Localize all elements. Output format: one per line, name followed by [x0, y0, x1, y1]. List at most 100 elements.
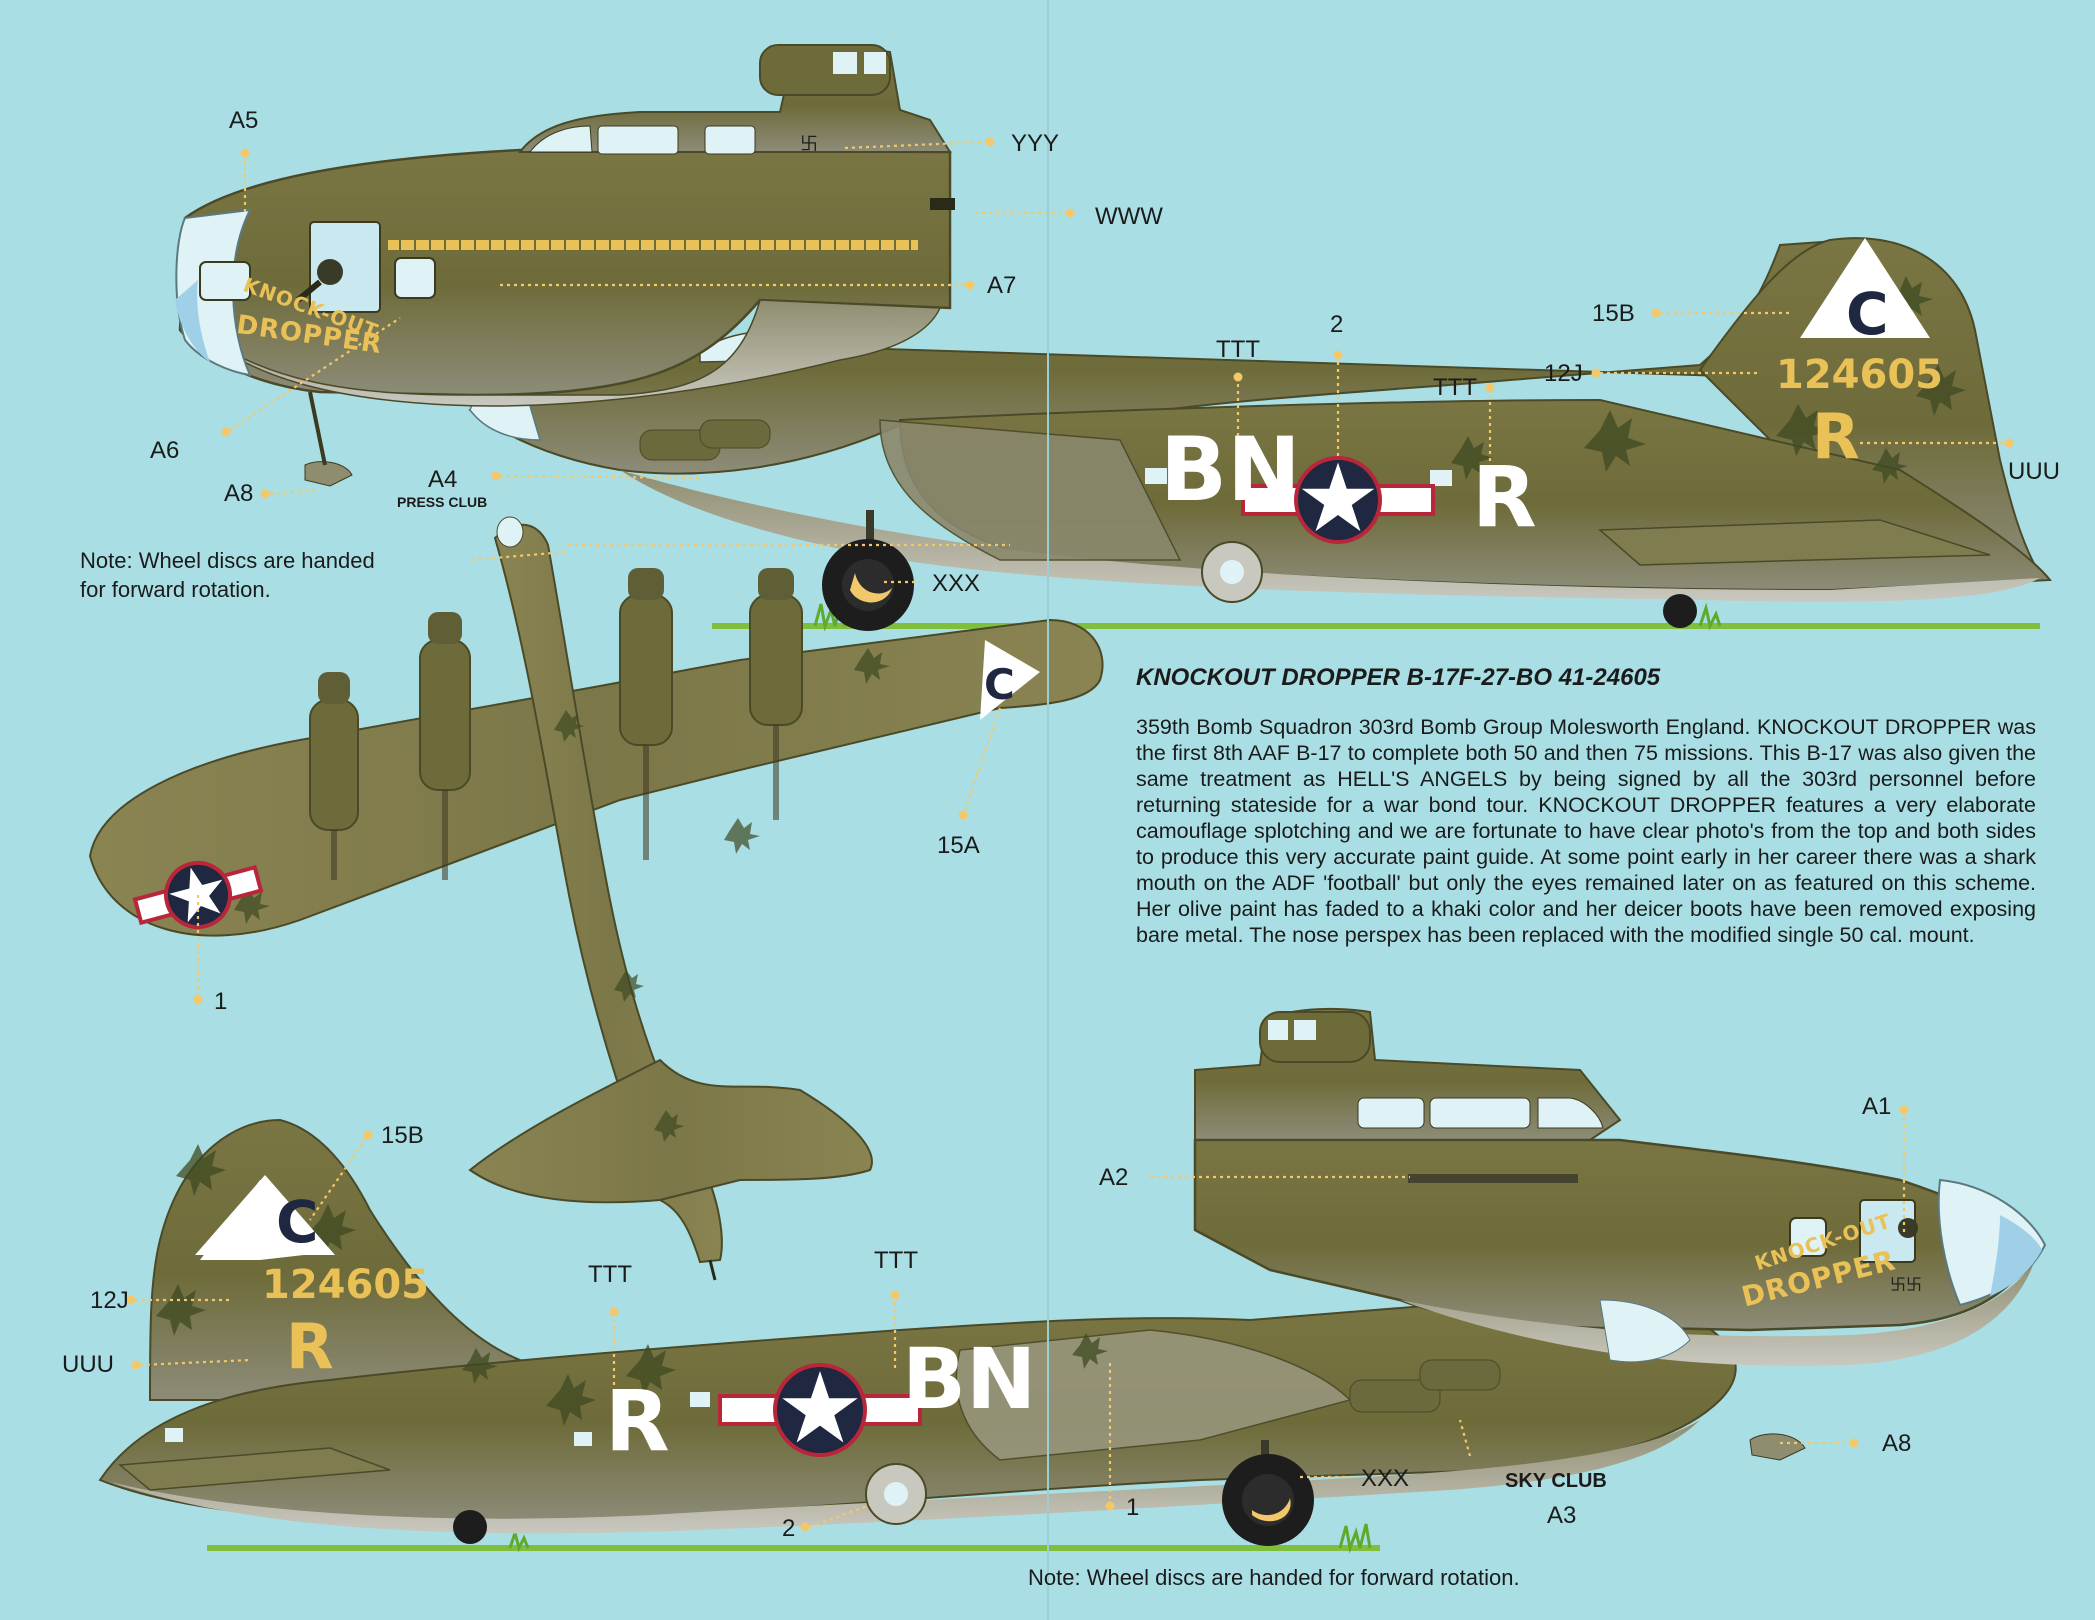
grass-tuft: [508, 1527, 530, 1553]
wheel-disc-mark-bottom: [1252, 1498, 1291, 1522]
callout-ttt-bottom-2: TTT: [874, 1247, 918, 1274]
kill-mark: 卐卐: [1890, 1275, 1922, 1294]
callout-15a: 15A: [937, 832, 980, 859]
press-club-label: PRESS CLUB: [397, 494, 488, 510]
cockpit-window: [597, 125, 679, 155]
callout-15b-top: 15B: [1592, 300, 1635, 327]
callout-a6: A6: [150, 437, 180, 464]
stabilizer-bottom: [118, 1447, 391, 1491]
waist-window: [574, 1432, 592, 1446]
waist-window: [165, 1428, 183, 1442]
nose-small-bottom: [1599, 1299, 1691, 1363]
waist-window: [1145, 468, 1167, 484]
wheel-note-top: Note: Wheel discs are handed for forward…: [80, 546, 375, 604]
insignia-fuselage-bottom: [718, 1363, 922, 1457]
bottom-profile: 卐卐: [98, 1007, 2047, 1554]
wheel-note-top-line2: for forward rotation.: [80, 577, 271, 602]
nose-gear-fairing-lower: [308, 391, 327, 466]
callout-1-mid: 1: [214, 988, 228, 1015]
nacelle: [699, 419, 771, 449]
nose-inset-belly-bottom: [1400, 1260, 2035, 1366]
nose-inset-belly: [209, 299, 942, 407]
wing-plan: [88, 618, 1104, 937]
insignia-fuselage-top: [1241, 456, 1435, 544]
callout-2-top: 2: [1330, 311, 1344, 338]
cowlings-plan: [318, 568, 794, 704]
serial-bottom: 124605: [262, 1262, 429, 1308]
tail-guns-plan: [708, 1259, 717, 1281]
nose-inset-fuselage: [178, 148, 952, 397]
callout-ttt-top-1: TTT: [1216, 336, 1260, 363]
nacelles-plan: [309, 594, 803, 831]
cockpit-window: [1357, 1097, 1425, 1129]
callout-1-bottom: 1: [1126, 1494, 1140, 1521]
tail-wheel-top: [1663, 594, 1697, 628]
callout-uuu-top: UUU: [2008, 458, 2060, 485]
fuselage-plan: [493, 523, 723, 1264]
camouflage-bottom: [156, 1144, 1108, 1426]
cheek-gun: [296, 279, 322, 303]
ball-turret-window: [884, 1482, 908, 1506]
stabilizer-top: [1598, 519, 1991, 566]
wheel-note-bottom: Note: Wheel discs are handed for forward…: [1028, 1565, 1520, 1590]
nose-side-window: [199, 261, 251, 301]
top-profile: 卐: [175, 44, 2053, 632]
callout-ttt-bottom-1: TTT: [588, 1261, 632, 1288]
cockpit-window: [704, 125, 756, 155]
kill-mark: 卐: [800, 134, 818, 155]
cockpit-window: [1537, 1097, 1604, 1129]
callout-xxx-bottom: XXX: [1361, 1465, 1410, 1492]
wing-triangle-plan: [980, 640, 1040, 720]
nose-gear-fairing-bottom: [1749, 1433, 1806, 1461]
ball-turret-window: [1220, 560, 1244, 584]
turret-inset: [759, 44, 891, 96]
nacelle: [1419, 1359, 1501, 1391]
mission-symbols-bottom: [1408, 1174, 1578, 1183]
aircraft-letter-top: R: [1472, 448, 1537, 546]
grass-tuft: [1698, 602, 1722, 631]
callout-2-bottom: 2: [782, 1515, 796, 1542]
callout-a7: A7: [987, 272, 1017, 299]
serial-top: 124605: [1776, 352, 1943, 398]
squadron-code-bottom: BN: [902, 1330, 1037, 1428]
wing-letter-plan: C: [984, 660, 1015, 709]
callout-a8-bottom: A8: [1882, 1430, 1912, 1457]
tail-letter-top: C: [1846, 280, 1889, 348]
callout-12j-top: 12J: [1544, 360, 1583, 387]
wheel-disc-mark-top: [850, 573, 892, 603]
cockpit-window: [528, 125, 593, 153]
nacelle: [1349, 1379, 1441, 1413]
squadron-code-top: BN: [1160, 418, 1301, 521]
waist-window: [1430, 470, 1452, 486]
exhaust-stains-plan: [331, 725, 779, 880]
nose-glazing-tint-bottom: [1990, 1215, 2042, 1296]
mission-symbols: [388, 240, 918, 250]
nose-gear-fairing: [304, 461, 353, 487]
callout-15b-bottom: 15B: [381, 1122, 424, 1149]
callout-a5: A5: [229, 107, 259, 134]
leaders-top: [221, 137, 2014, 584]
tail-wheel-bottom: [453, 1510, 487, 1544]
callout-xxx-top: XXX: [932, 570, 981, 597]
antenna-mast: [930, 198, 955, 210]
callout-a4: A4: [428, 466, 458, 493]
cheek-gun-mount: [1898, 1218, 1918, 1238]
nose-side-window: [394, 257, 436, 299]
aircraft-letter-bottom: R: [605, 1372, 670, 1470]
nose-side-window: [309, 221, 381, 313]
vertical-tail-bottom: [148, 1118, 524, 1401]
callout-a3: A3: [1547, 1502, 1577, 1529]
belly-top: [620, 470, 2040, 602]
callout-yyy: YYY: [1011, 130, 1060, 157]
plan-view: [88, 516, 1104, 1281]
callout-a8-top: A8: [224, 480, 254, 507]
wheel-note-top-line1: Note: Wheel discs are handed: [80, 548, 375, 573]
profile-title: KNOCKOUT DROPPER B-17F-27-BO 41-24605: [1136, 664, 1661, 691]
nose-side-window: [1789, 1217, 1827, 1257]
waist-window: [690, 1392, 710, 1407]
grass-tuft: [1338, 1523, 1372, 1554]
wheel-disc-top: [842, 559, 894, 611]
callout-ttt-top-2: TTT: [1433, 374, 1477, 401]
callout-a1: A1: [1862, 1093, 1892, 1120]
